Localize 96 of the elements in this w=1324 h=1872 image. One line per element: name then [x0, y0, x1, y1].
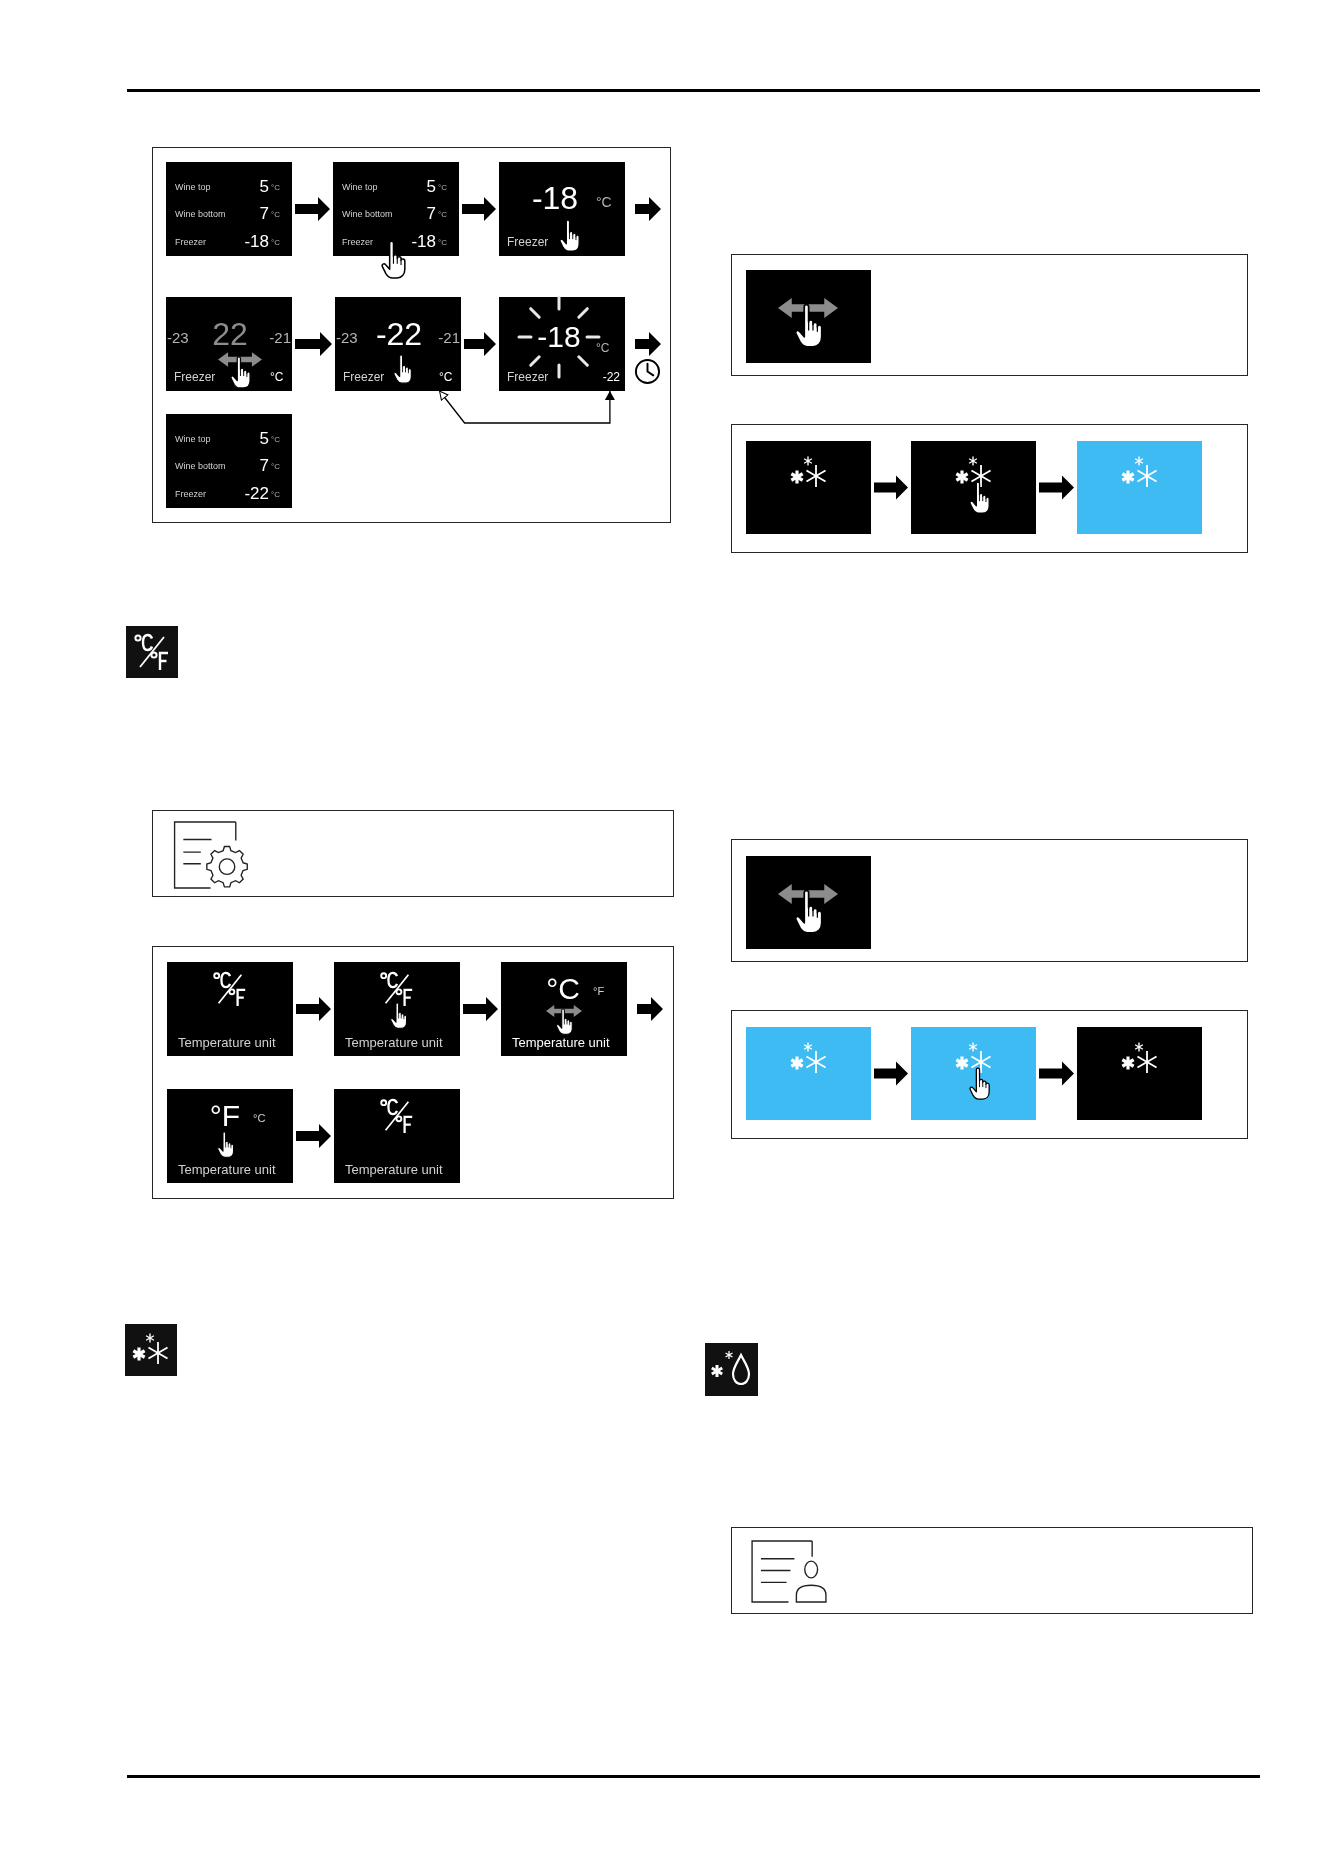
arrow	[463, 997, 498, 1021]
zone-label: Freezer	[343, 371, 385, 383]
temperature-value: -23	[336, 329, 358, 345]
display-screen	[746, 270, 871, 363]
unit-label: °C	[438, 239, 447, 247]
zone-label: Wine top	[175, 434, 211, 444]
temperature-value: -23	[167, 329, 189, 345]
display-screen	[746, 856, 871, 949]
unit-symbol: °C	[253, 1112, 266, 1124]
temperature-value: -18	[537, 322, 581, 352]
zone-label: Wine top	[175, 182, 211, 192]
temperature-value: -21	[438, 329, 460, 345]
panel-frame	[731, 1527, 1253, 1614]
display-screen	[166, 162, 292, 256]
zone-label: Freezer	[175, 237, 206, 247]
setting-label: Temperature unit	[345, 1162, 443, 1176]
temperature-value: 7	[426, 204, 436, 222]
unit-label: °C	[438, 211, 447, 219]
temperature-value: 7	[259, 456, 269, 474]
setting-label: Temperature unit	[178, 1162, 276, 1176]
arrow	[874, 1061, 908, 1086]
zone-label: Wine bottom	[342, 209, 393, 219]
unit-label: °C	[271, 239, 280, 247]
setting-label: Temperature unit	[512, 1035, 610, 1049]
setting-label: Temperature unit	[178, 1035, 276, 1049]
temperature-value: -18	[244, 232, 269, 250]
unit-label: °C	[271, 184, 280, 192]
setting-label: Temperature unit	[345, 1035, 443, 1049]
temperature-value: 7	[259, 204, 269, 222]
panel-frame	[731, 839, 1248, 962]
temperature-value: -22	[244, 484, 269, 502]
arrow	[874, 475, 908, 500]
display-screen	[499, 297, 625, 391]
panel-frame	[731, 424, 1248, 553]
display-screen	[501, 962, 627, 1056]
display-screen	[746, 1027, 871, 1120]
temperature-value: -22	[602, 371, 620, 383]
display-screen	[746, 441, 871, 534]
temperature-value: 22	[212, 318, 248, 350]
temperature-value: -21	[269, 329, 291, 345]
display-screen	[911, 1027, 1036, 1120]
zone-label: Freezer	[174, 371, 216, 383]
arrow	[637, 997, 663, 1021]
unit-label: °C	[271, 463, 280, 471]
display-screen	[333, 162, 459, 256]
unit-label: °C	[439, 371, 453, 383]
display-screen	[167, 962, 293, 1056]
display-screen	[334, 1089, 460, 1183]
display-screen	[499, 162, 625, 256]
panel-frame	[152, 810, 674, 897]
unit-label: °C	[271, 436, 280, 444]
display-screen	[1077, 441, 1202, 534]
arrow	[296, 1124, 331, 1148]
unit-label: °C	[271, 211, 280, 219]
temperature-value: 5	[259, 177, 269, 195]
unit-label: °C	[596, 342, 610, 354]
temperature-value: 5	[259, 429, 269, 447]
panel-frame	[152, 946, 674, 1199]
arrow	[296, 997, 331, 1021]
temperature-value: -18	[531, 182, 579, 214]
arrow	[295, 332, 332, 356]
arrow	[295, 197, 330, 221]
display-screen	[166, 414, 292, 508]
display-screen	[1077, 1027, 1202, 1120]
zone-label: Freezer	[342, 237, 373, 247]
display-screen	[166, 297, 292, 391]
arrow	[1039, 475, 1074, 500]
arrow	[462, 197, 496, 221]
arrow	[1039, 1061, 1074, 1086]
connector-line	[438, 390, 615, 424]
unit-symbol: °F	[593, 985, 605, 997]
zone-label: Wine bottom	[175, 209, 226, 219]
unit-label: °C	[271, 491, 280, 499]
temperature-value: -22	[375, 318, 423, 350]
unit-label: °C	[596, 195, 612, 209]
unit-label: °C	[438, 184, 447, 192]
zone-label: Wine top	[342, 182, 378, 192]
zone-label: Wine bottom	[175, 461, 226, 471]
unit-label: °C	[270, 371, 284, 383]
zone-label: Freezer	[507, 371, 549, 383]
temperature-value: -18	[411, 232, 436, 250]
zone-label: Freezer	[175, 489, 206, 499]
arrow	[635, 332, 661, 356]
display-screen	[911, 441, 1036, 534]
unit-symbol: °C	[546, 974, 580, 1004]
display-screen	[335, 297, 461, 391]
panel-frame	[731, 254, 1248, 376]
temperature-value: 5	[426, 177, 436, 195]
display-screen	[167, 1089, 293, 1183]
panel-frame	[731, 1010, 1248, 1139]
panel-frame	[152, 147, 671, 523]
arrow	[464, 332, 496, 356]
display-screen	[334, 962, 460, 1056]
zone-label: Freezer	[507, 236, 549, 248]
unit-symbol: °F	[209, 1101, 241, 1131]
arrow	[635, 197, 661, 221]
